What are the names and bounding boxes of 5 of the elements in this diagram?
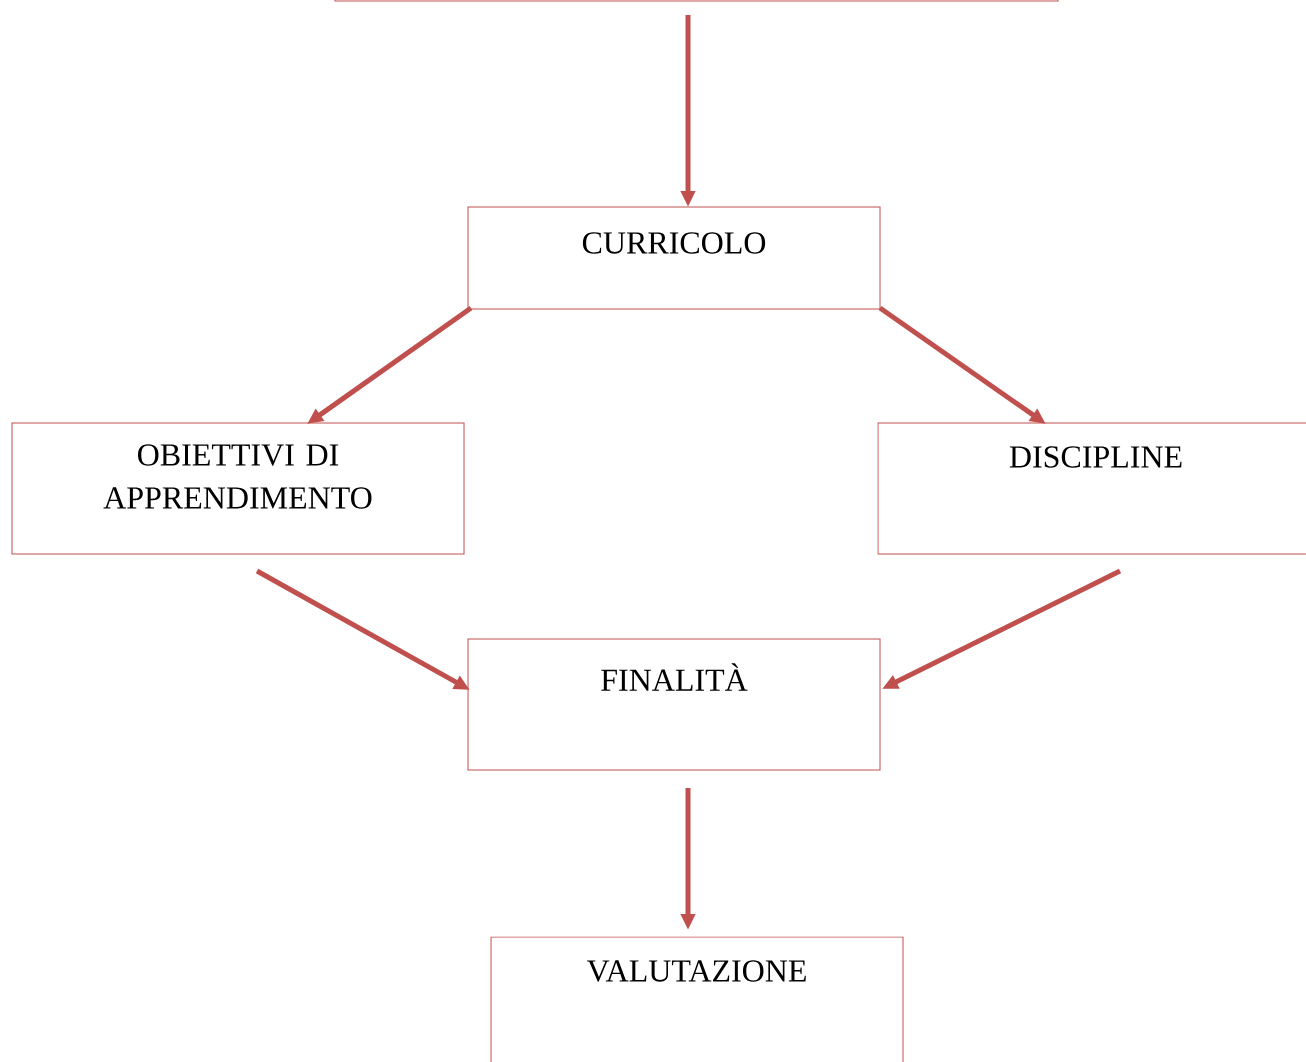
process-box: OBIETTIVI DI APPRENDIMENTO (11, 422, 465, 555)
process-box: FINALITÀ (467, 638, 881, 771)
process-box: DISCIPLINE (877, 422, 1306, 555)
process-box: CURRICOLO (467, 206, 881, 310)
process-box: VALUTAZIONE (490, 936, 904, 1062)
